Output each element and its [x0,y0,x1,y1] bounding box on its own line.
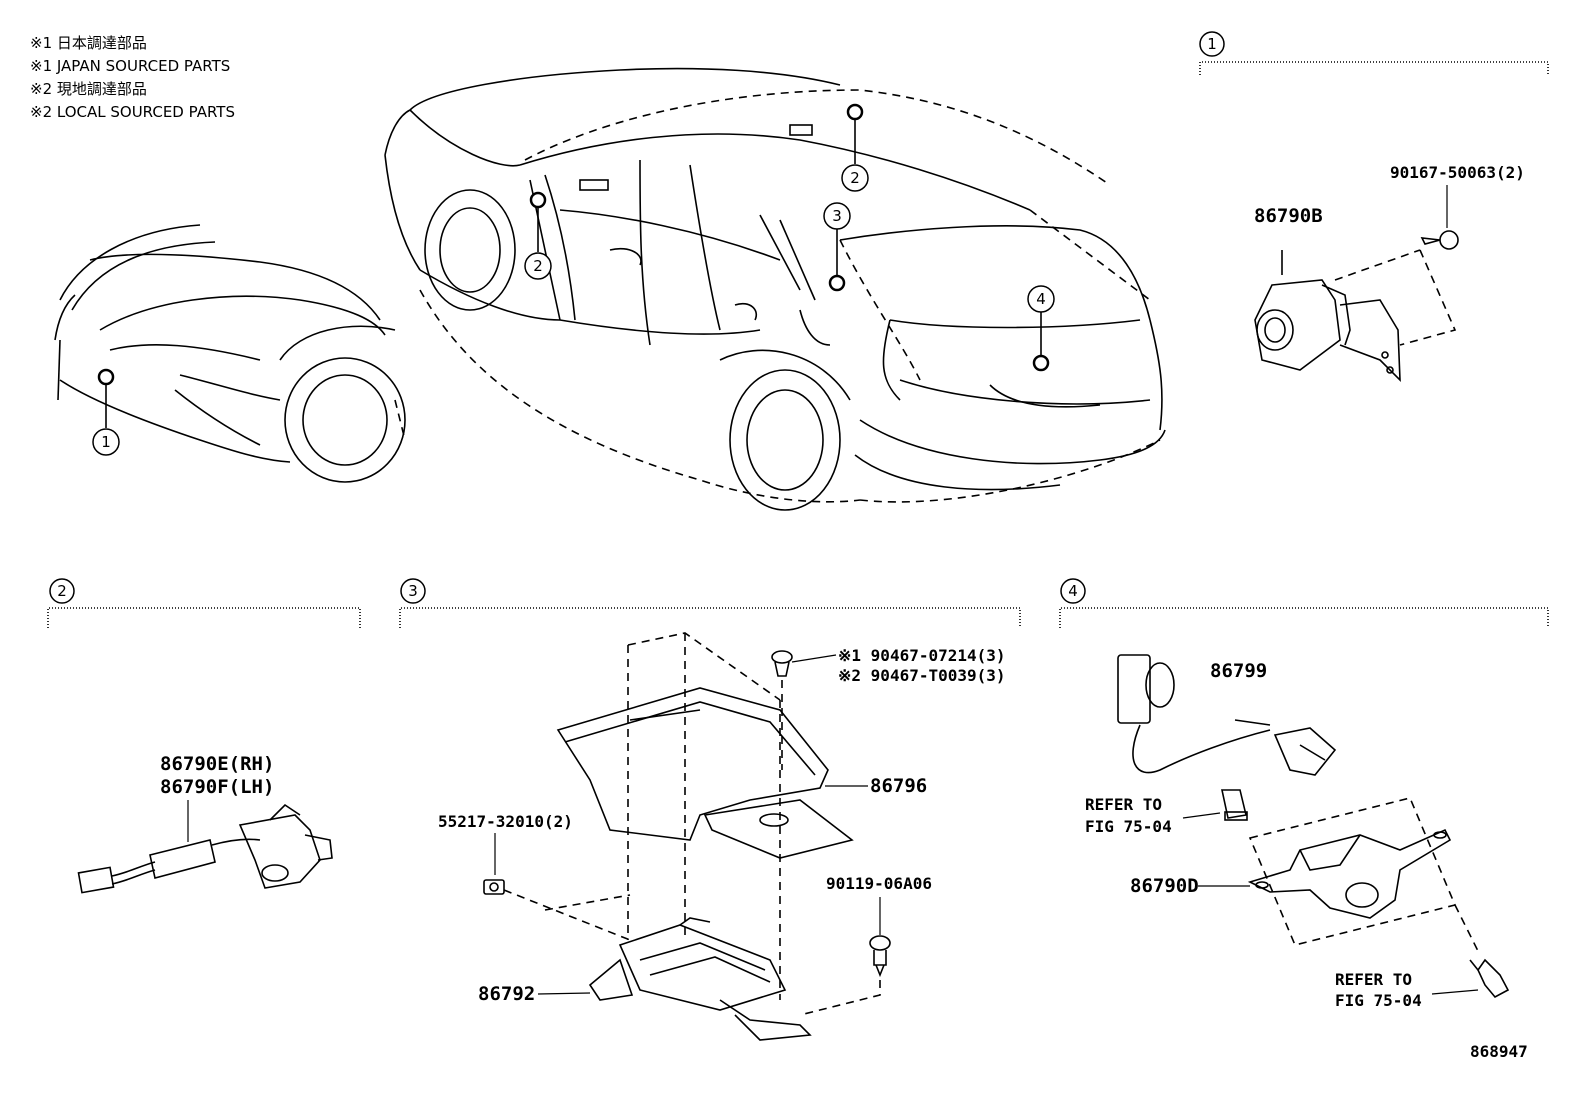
section-2: 2 86790E(RH) 86790F(LH) [47,578,361,894]
section-4-badge [1060,578,1086,604]
section-3-bolt-part: 90119-06A06 [826,874,932,893]
section-4-harness-part: 86799 [1210,660,1267,682]
bolt-icon [869,935,891,978]
section-3-cover-part: 86796 [870,775,927,797]
camera-86790d-icon [1247,828,1452,919]
side-camera-icon [77,803,333,894]
section-2-part-lh: 86790F(LH) [160,776,274,798]
front-car-illustration [54,224,406,483]
marker-circle-1 [92,428,120,456]
section-3: 3 ※1 90467-07214(3) ※2 90467-T0039(3) 86… [399,578,1021,1041]
screw-icon [1420,230,1459,250]
section-4: 4 86799 REFER TO FIG 75-04 86790D REFER … [1059,578,1549,1010]
section-1-badge [1199,31,1225,57]
section-3-ecu-part: 86792 [478,983,535,1005]
location-marker-group: 1 2 2 3 4 [92,103,1055,456]
clip-icon [771,650,793,677]
section-3-clip-japan: ※1 90467-07214(3) [838,646,1006,665]
location-dot-2b [846,103,864,121]
marker-label-4: 4 [1036,290,1046,308]
note-japan-en: ※1 JAPAN SOURCED PARTS [30,57,230,75]
section-3-number: 3 [408,582,418,600]
location-dot-1 [97,368,115,386]
marker-circle-2b [841,164,869,192]
section-4-refer-2-line2: FIG 75-04 [1335,991,1422,1010]
section-2-part-rh: 86790E(RH) [160,753,274,775]
section-3-clip-local: ※2 90467-T0039(3) [838,666,1006,685]
location-dot-3 [828,274,846,292]
section-2-badge [49,578,75,604]
section-3-badge [400,578,426,604]
section-1-number: 1 [1207,35,1217,53]
section-2-number: 2 [57,582,67,600]
note-japan-jp: ※1 日本調達部品 [30,34,147,52]
nut-icon [483,879,505,895]
section-3-nut-part: 55217-32010(2) [438,812,573,831]
marker-circle-2a [524,252,552,280]
notes-block: ※1 日本調達部品 ※1 JAPAN SOURCED PARTS ※2 現地調達… [30,34,235,121]
location-dot-4 [1032,354,1050,372]
section-1: 1 86790B 90167-50063(2) [1199,31,1549,383]
figure-id: 868947 [1470,1042,1528,1061]
ecu-86792-icon [588,917,812,1041]
note-local-jp: ※2 現地調達部品 [30,80,147,98]
marker-label-2b: 2 [850,169,860,187]
note-local-en: ※2 LOCAL SOURCED PARTS [30,103,235,121]
marker-label-3: 3 [832,207,842,225]
section-1-camera-part: 86790B [1254,205,1323,227]
marker-label-1: 1 [101,433,111,451]
section-1-screw-part: 90167-50063(2) [1390,163,1525,182]
location-dot-2a [529,191,547,209]
camera-86790b-icon [1254,250,1401,383]
section-4-refer-1-line2: FIG 75-04 [1085,817,1172,836]
refer-clip-icon [1221,789,1248,821]
section-4-number: 4 [1068,582,1078,600]
main-car-illustration [384,67,1166,511]
harness-86799-icon [1117,654,1337,776]
section-4-refer-2-line1: REFER TO [1335,970,1412,989]
section-4-refer-1-line1: REFER TO [1085,795,1162,814]
cover-86796-icon [556,687,854,859]
marker-label-2a: 2 [533,257,543,275]
section-4-camera-part: 86790D [1130,875,1199,897]
screw-bottom-icon [1469,958,1510,999]
